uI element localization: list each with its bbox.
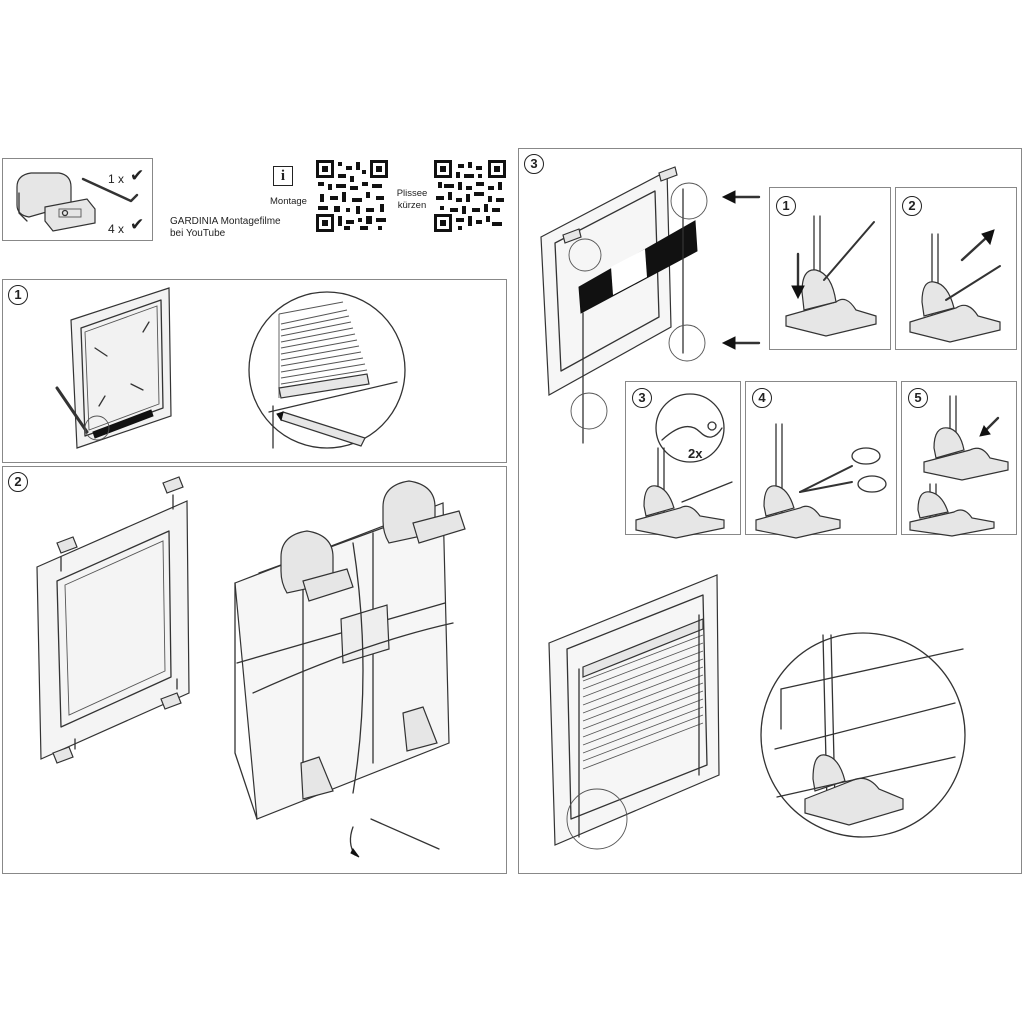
- qty-bracket: 1 x: [108, 172, 125, 186]
- step-1-panel: 1: [2, 279, 507, 463]
- bracket-icon: [16, 172, 96, 232]
- step-2-panel: 2: [2, 466, 507, 874]
- substep-1-badge: 1: [776, 196, 796, 216]
- qr-code-plissee[interactable]: [434, 160, 506, 232]
- youtube-line1: GARDINIA Montagefilme: [170, 216, 281, 227]
- window-frame-illustration: [55, 287, 172, 449]
- blind-mount-illustration: [234, 480, 466, 858]
- arrow-icon-2: [721, 336, 761, 350]
- check-icon: ✔: [130, 166, 145, 185]
- info-icon: i: [273, 166, 293, 186]
- substep-2-badge: 2: [902, 196, 922, 216]
- substep-3: 3 2x: [625, 381, 741, 539]
- knot-label: 2x: [688, 446, 703, 461]
- final-blind-illustration: [548, 574, 720, 850]
- final-zoom-illustration: [760, 632, 966, 838]
- step-2-badge: 2: [8, 472, 28, 492]
- qr-code-montage[interactable]: [316, 160, 388, 232]
- step-3-panel: 3 1 2 3: [518, 148, 1022, 874]
- knot-illustration: [635, 393, 733, 539]
- cord-pull-illustration: [909, 229, 1001, 343]
- montage-label: Montage: [270, 196, 307, 207]
- step-1-badge: 1: [8, 285, 28, 305]
- arrow-icon: [721, 190, 761, 204]
- substep-2: 2: [895, 187, 1017, 350]
- substep-4: 4: [745, 381, 897, 539]
- substep-3-badge: 3: [632, 388, 652, 408]
- youtube-line2: bei YouTube: [170, 228, 226, 239]
- frame-clips-illustration: [36, 476, 190, 764]
- blind-cords-illustration: [540, 166, 708, 444]
- scissors-icon: [755, 423, 887, 539]
- cord-insert-illustration: [785, 215, 877, 337]
- substep-5-badge: 5: [908, 388, 928, 408]
- qty-clip: 4 x: [108, 222, 125, 236]
- detail-zoom-illustration: [248, 291, 406, 449]
- plissee-label: Plissee kürzen: [396, 188, 428, 211]
- final-clip-illustration: [909, 395, 1009, 537]
- substep-5: 5: [901, 381, 1017, 537]
- hex-key-icon: [81, 177, 139, 203]
- parts-panel: 1 x ✔ 4 x ✔: [2, 158, 153, 241]
- check-icon-2: ✔: [130, 215, 145, 234]
- step-3-badge: 3: [524, 154, 544, 174]
- substep-1: 1: [769, 187, 891, 350]
- substep-4-badge: 4: [752, 388, 772, 408]
